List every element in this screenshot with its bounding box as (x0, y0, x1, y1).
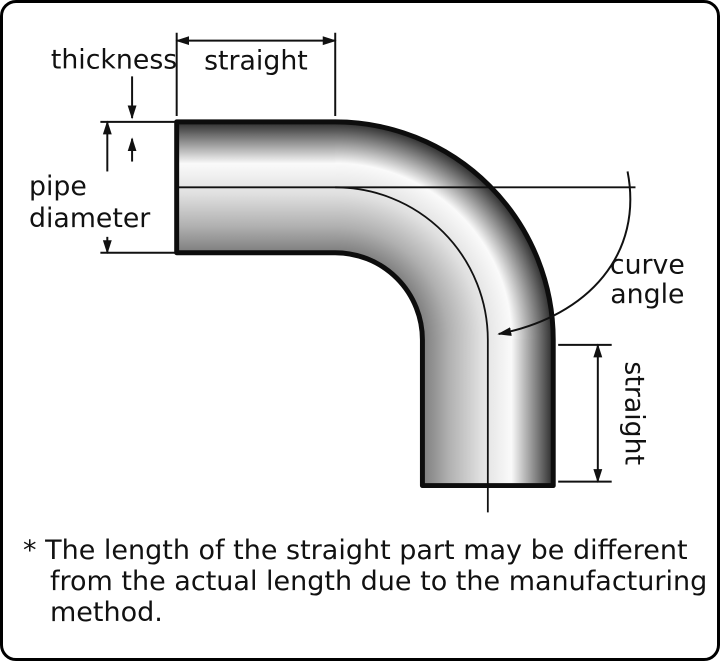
diagram-svg: thickness straight pipe diameter curve a… (25, 32, 685, 513)
footnote-line-3: method. (50, 597, 163, 628)
footnote-line-1: * The length of the straight part may be… (23, 535, 688, 566)
pipe-bend-section (335, 121, 554, 340)
pipe-body (176, 121, 554, 486)
label-straight-top: straight (204, 45, 308, 76)
label-curve-angle-line1: curve (610, 250, 685, 281)
footnote-line-2: from the actual length due to the manufa… (50, 566, 708, 597)
pipe-centerline (176, 186, 489, 513)
dim-straight-right (558, 343, 612, 484)
label-pipe-diameter-line1: pipe (29, 171, 87, 202)
pipe-outline (174, 119, 556, 489)
label-thickness: thickness (51, 44, 177, 75)
footnote: * The length of the straight part may be… (23, 535, 713, 628)
curve-angle-arc (497, 171, 632, 336)
label-knockout (25, 171, 148, 237)
label-straight-right: straight (619, 361, 650, 465)
pipe-centerline-group (176, 186, 636, 513)
dim-straight-top (175, 32, 337, 116)
label-curve-angle-line2: angle (610, 279, 684, 310)
label-pipe-diameter-line2: diameter (29, 203, 150, 234)
